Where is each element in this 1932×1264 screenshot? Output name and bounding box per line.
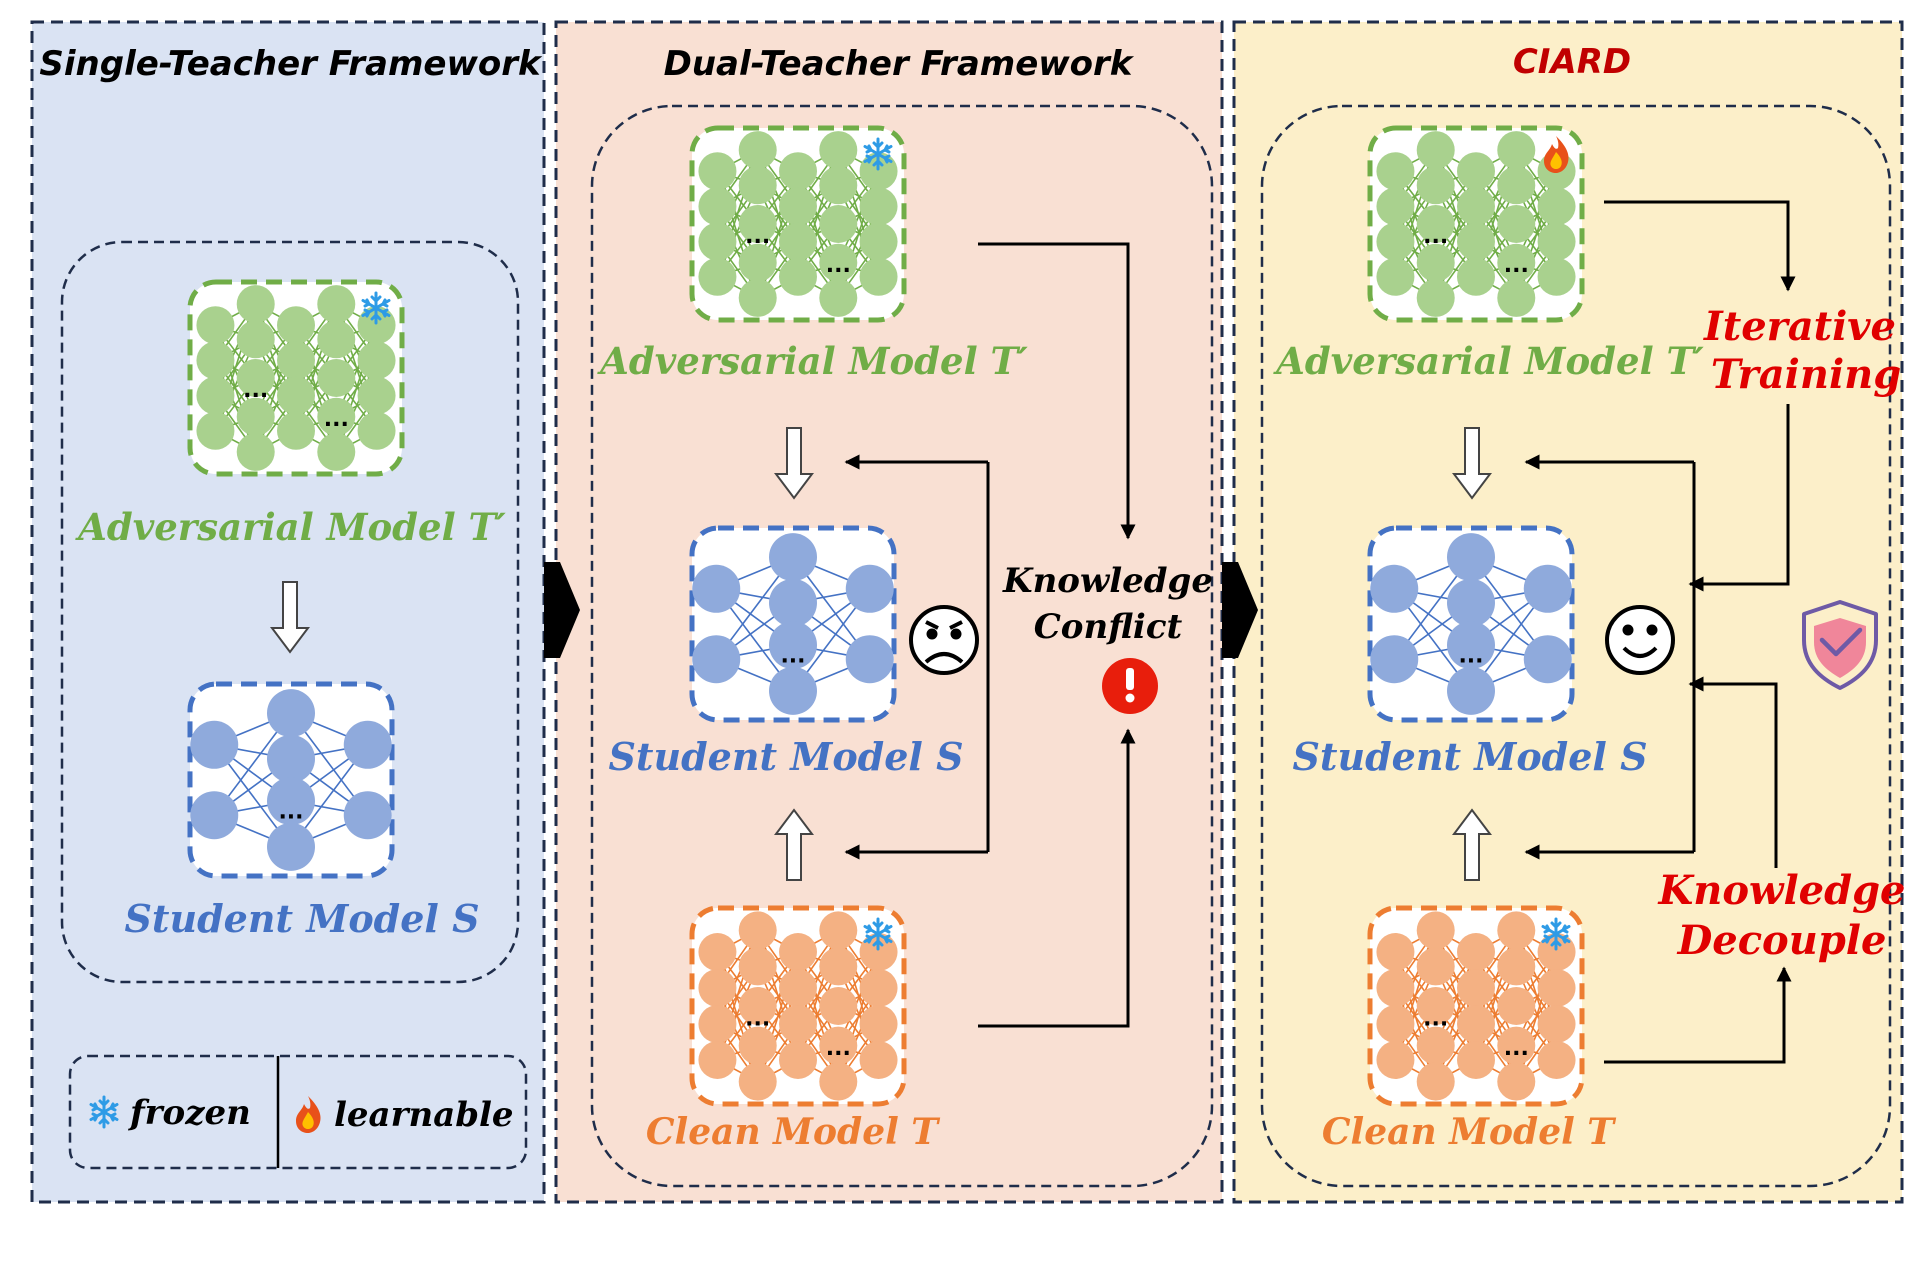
knowledge-decouple-line1: Knowledge [1658, 867, 1906, 914]
panel-arrow-2 [1222, 562, 1258, 658]
ellipsis-mark: ... [1504, 1036, 1529, 1061]
panel-title-single: Single-Teacher Framework [39, 44, 543, 84]
ellipsis-mark: ... [1458, 643, 1483, 668]
panel-arrow-1 [544, 562, 580, 658]
ellipsis-mark: ... [243, 378, 268, 403]
single-inner-region [60, 240, 520, 984]
legend-learnable-label: learnable [334, 1095, 514, 1135]
sad-face-icon [909, 605, 979, 675]
ciard-adversarial-label: Adversarial Model T′ [1273, 339, 1704, 383]
ciard-student-label: Student Model S [1292, 734, 1647, 779]
dual-student-network: ... [689, 525, 897, 723]
ellipsis-mark: ... [745, 224, 770, 249]
legend-frozen-label: frozen [128, 1093, 251, 1133]
knowledge-decouple-line2: Decouple [1677, 917, 1887, 964]
single-adversarial-label: Adversarial Model T′ [75, 505, 506, 549]
ciard-clean-label: Clean Model T [1322, 1111, 1616, 1153]
smiley-face-icon [1605, 605, 1675, 675]
ellipsis-mark: ... [826, 253, 851, 278]
dual-inner-region [590, 104, 1214, 1188]
ellipsis-mark: ... [826, 1036, 851, 1061]
iterative-training-line2: Training [1711, 351, 1901, 398]
ellipsis-mark: ... [745, 1007, 770, 1032]
ellipsis-mark: ... [1423, 224, 1448, 249]
ellipsis-mark: ... [1423, 1007, 1448, 1032]
ciard-flow-lines [1524, 200, 1796, 1064]
knowledge-conflict-line2: Conflict [1034, 607, 1183, 647]
single-adversarial-network: ...... [187, 279, 405, 477]
panel-title-dual: Dual-Teacher Framework [664, 44, 1135, 84]
ellipsis-mark: ... [278, 799, 303, 824]
dual-flow-lines [844, 242, 1136, 1028]
dual-adversarial-label: Adversarial Model T′ [597, 339, 1028, 383]
single-student-label: Student Model S [124, 896, 479, 941]
shield-check-icon [1802, 600, 1878, 690]
ciard-clean-network: ...... [1367, 905, 1585, 1107]
dual-clean-label: Clean Model T [646, 1111, 940, 1153]
iterative-training-line1: Iterative [1703, 303, 1896, 350]
knowledge-conflict-line1: Knowledge [1002, 561, 1213, 601]
ellipsis-mark: ... [324, 407, 349, 432]
ciard-inner-region [1260, 104, 1892, 1188]
dual-student-label: Student Model S [608, 734, 963, 779]
ciard-adversarial-network: ...... [1367, 125, 1585, 323]
ellipsis-mark: ... [780, 643, 805, 668]
panel-title-ciard: CIARD [1513, 42, 1631, 82]
legend: frozen learnable [68, 1054, 528, 1170]
ciard-student-network: ... [1367, 525, 1575, 723]
dual-clean-network: ...... [689, 905, 907, 1107]
single-student-network: ... [187, 681, 395, 879]
exclamation-icon [1102, 658, 1158, 714]
ellipsis-mark: ... [1504, 253, 1529, 278]
dual-adversarial-network: ...... [689, 125, 907, 323]
